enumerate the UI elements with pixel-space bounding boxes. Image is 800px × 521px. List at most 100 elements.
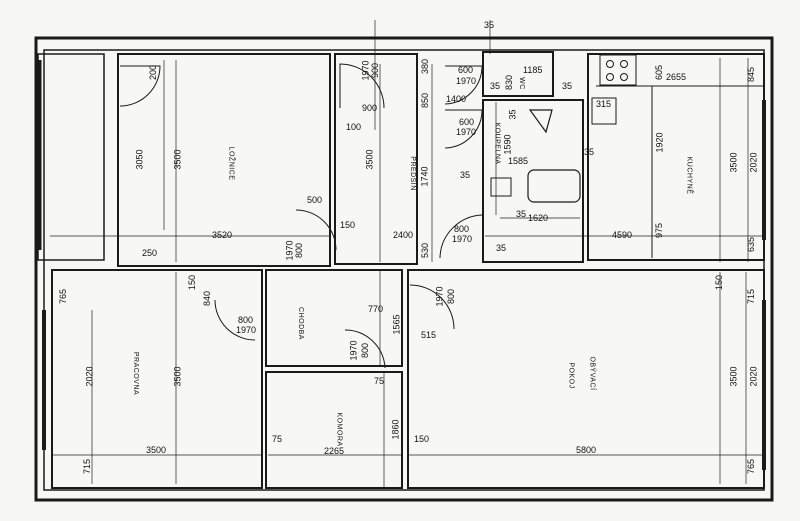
dim-label: 1565 bbox=[391, 314, 402, 335]
dim-label: 900 bbox=[362, 103, 378, 113]
dim-label: 605 bbox=[654, 64, 665, 81]
dim-label: 765 bbox=[746, 458, 757, 475]
room-label-predsin: PŘEDSÍŇ bbox=[408, 156, 416, 191]
dim-label: 75 bbox=[374, 376, 385, 386]
dim-label: 500 bbox=[307, 195, 323, 205]
dim-label: 765 bbox=[58, 288, 69, 305]
dim-label: 1920 bbox=[654, 132, 665, 153]
dim-label: 515 bbox=[421, 330, 437, 340]
dim-label: 3500 bbox=[172, 366, 183, 387]
dim-label: 1970 bbox=[434, 286, 445, 307]
dim-label: 830 bbox=[504, 74, 515, 91]
dim-label: 35 bbox=[490, 81, 501, 91]
outer-wall bbox=[34, 36, 774, 502]
dim-label: 1620 bbox=[528, 213, 549, 223]
dim-label: 1970 bbox=[360, 60, 371, 81]
room-label-pracovna: PRACOVNA bbox=[132, 351, 140, 396]
dim-label: 35 bbox=[562, 81, 573, 91]
dim-label: 800 bbox=[360, 342, 371, 359]
dim-label: 35 bbox=[516, 209, 527, 219]
dim-label: 800 bbox=[238, 315, 254, 325]
dim-label: 35 bbox=[484, 20, 495, 30]
dim-label: 3500 bbox=[728, 366, 739, 387]
dim-label: 1185 bbox=[523, 65, 543, 75]
dim-label: 35 bbox=[507, 109, 518, 120]
room-label-obyvaci: OBÝVACÍ bbox=[588, 356, 596, 391]
room-label-kuchyne: KUCHYNĚ bbox=[685, 156, 693, 195]
dim-label: 3500 bbox=[728, 152, 739, 173]
dim-label: 1970 bbox=[348, 340, 359, 361]
dim-label: 770 bbox=[368, 304, 384, 314]
dim-label: 3500 bbox=[364, 149, 375, 170]
dim-label: 850 bbox=[420, 92, 431, 109]
hallway-walls bbox=[334, 53, 418, 265]
dim-label: 800 bbox=[454, 224, 470, 234]
dim-label: 2020 bbox=[748, 366, 759, 387]
bathtub bbox=[527, 169, 581, 203]
dim-label: 100 bbox=[346, 122, 362, 132]
washer bbox=[490, 177, 512, 197]
kitchen-sink bbox=[591, 97, 617, 125]
dim-label: 75 bbox=[272, 434, 283, 444]
bathroom-walls bbox=[482, 99, 584, 263]
room-label-chodba: CHODBA bbox=[296, 307, 304, 340]
dim-label: 715 bbox=[82, 458, 93, 475]
dim-label: 35 bbox=[584, 147, 595, 157]
dim-label: 150 bbox=[414, 434, 430, 444]
dim-label: 635 bbox=[746, 236, 757, 253]
stove bbox=[599, 54, 637, 86]
dim-label: 250 bbox=[142, 248, 158, 258]
dim-label: 2020 bbox=[84, 366, 95, 387]
dim-label: 35 bbox=[460, 170, 471, 180]
corridor-walls bbox=[265, 269, 403, 367]
dim-label: 1970 bbox=[452, 234, 473, 244]
dim-label: 800 bbox=[446, 288, 457, 305]
dim-label: 2400 bbox=[393, 230, 414, 240]
room-label-koupelna: KOUPELNA bbox=[493, 122, 501, 165]
dim-label: 1970 bbox=[456, 76, 477, 86]
dim-label: 5800 bbox=[576, 445, 597, 455]
dim-label: 2265 bbox=[324, 446, 345, 456]
dim-label: 3050 bbox=[134, 149, 145, 170]
dim-label: 4590 bbox=[612, 230, 633, 240]
dim-label: 840 bbox=[202, 290, 213, 307]
room-label-pokoj: POKOJ bbox=[567, 362, 575, 389]
dim-label: 845 bbox=[746, 66, 757, 83]
dim-label: 1400 bbox=[446, 94, 467, 104]
dim-label: 600 bbox=[458, 65, 474, 75]
dim-label: 380 bbox=[420, 58, 431, 75]
office-walls bbox=[51, 269, 263, 489]
sink bbox=[528, 109, 553, 134]
dim-label: 1860 bbox=[390, 419, 401, 440]
dim-label: 1590 bbox=[502, 134, 513, 155]
wardrobe bbox=[37, 53, 105, 261]
dim-label: 150 bbox=[187, 274, 198, 291]
dim-label: 1585 bbox=[508, 156, 529, 166]
room-label-wc: WC bbox=[517, 77, 525, 90]
dim-label: 2655 bbox=[666, 72, 687, 82]
dim-label: 200 bbox=[148, 64, 159, 81]
dim-label: 975 bbox=[654, 222, 665, 239]
dim-label: 3520 bbox=[212, 230, 233, 240]
room-label-komora: KOMORA bbox=[335, 412, 343, 447]
dim-label: 315 bbox=[596, 99, 612, 109]
dim-label: 35 bbox=[496, 243, 507, 253]
room-label-loznice: LOŽNICE bbox=[227, 146, 235, 181]
dim-label: 1970 bbox=[236, 325, 257, 335]
dim-label: 150 bbox=[714, 274, 725, 291]
storage-walls bbox=[265, 371, 403, 489]
dim-label: 3500 bbox=[146, 445, 167, 455]
dim-label: 150 bbox=[340, 220, 356, 230]
bedroom-walls bbox=[117, 53, 331, 267]
dim-label: 1740 bbox=[419, 166, 430, 187]
dim-label: 600 bbox=[459, 117, 475, 127]
dim-label: 800 bbox=[294, 242, 305, 259]
dim-label: 1970 bbox=[456, 127, 477, 137]
wc-walls bbox=[482, 51, 554, 97]
dim-label: 3500 bbox=[172, 149, 183, 170]
dim-label: 1970 bbox=[284, 240, 295, 261]
dim-label: 530 bbox=[420, 242, 431, 259]
dim-label: 2020 bbox=[748, 152, 759, 173]
